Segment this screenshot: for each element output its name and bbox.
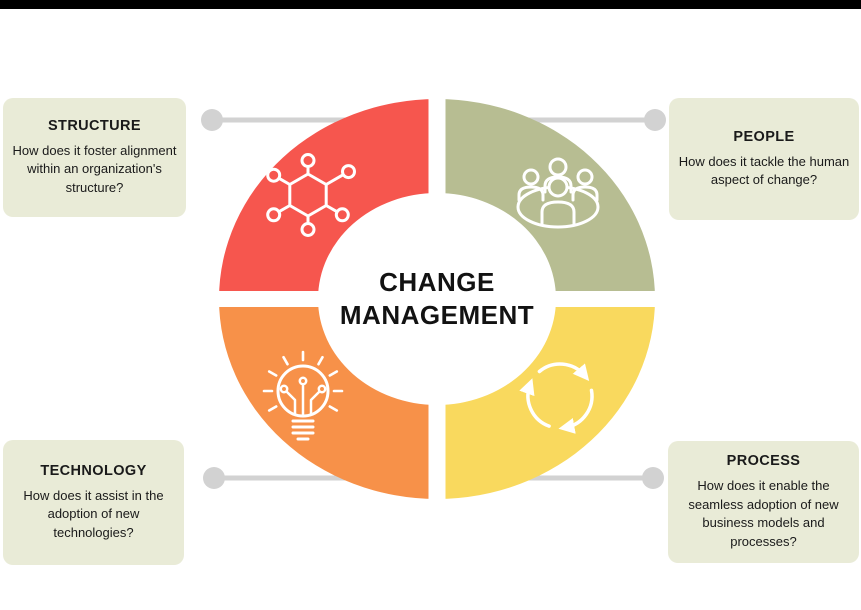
- connector-dot-technology: [203, 467, 225, 489]
- lightbulb-rays: [262, 350, 344, 412]
- card-technology-title: TECHNOLOGY: [40, 462, 147, 479]
- connector-dot-people: [644, 109, 666, 131]
- card-process: PROCESS How does it enable the seamless …: [668, 441, 859, 563]
- people-group-icon: [516, 157, 600, 229]
- lightbulb-circuit-traces: [279, 376, 327, 416]
- quadrant-gap-horizontal: [205, 291, 669, 307]
- card-people: PEOPLE How does it tackle the human aspe…: [669, 98, 859, 220]
- card-people-title: PEOPLE: [733, 128, 795, 145]
- card-technology: TECHNOLOGY How does it assist in the ado…: [3, 440, 184, 565]
- cycle-arrows-icon: [519, 362, 594, 434]
- center-title-line2: MANAGEMENT: [339, 300, 535, 330]
- quadrant-people: [437, 99, 655, 299]
- card-process-body: How does it enable the seamless adoption…: [688, 478, 839, 549]
- connector-dot-process: [642, 467, 664, 489]
- card-technology-body: How does it assist in the adoption of ne…: [23, 487, 164, 540]
- center-title: CHANGE MANAGEMENT: [287, 266, 587, 332]
- molecule-network-icon: [266, 153, 356, 237]
- card-people-body: How does it tackle the human aspect of c…: [678, 153, 850, 188]
- card-structure-body: How does it foster alignment within an o…: [12, 142, 177, 195]
- card-structure-title: STRUCTURE: [47, 117, 141, 134]
- lightbulb-circuit-icon: [262, 350, 344, 441]
- quadrant-structure: [219, 99, 437, 299]
- connector-dots: [201, 109, 666, 489]
- connector-dot-structure: [201, 109, 223, 131]
- center-title-line1: CHANGE: [379, 267, 495, 297]
- card-structure: STRUCTURE How does it foster alignment w…: [3, 98, 186, 217]
- quadrant-process: [437, 299, 655, 499]
- top-border-bar: [0, 0, 861, 9]
- card-process-title: PROCESS: [726, 453, 801, 469]
